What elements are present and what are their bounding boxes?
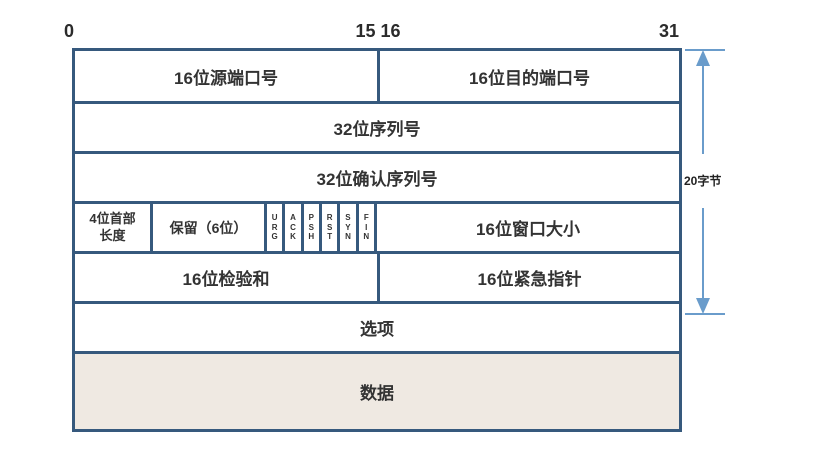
tcp-header-table: 16位源端口号 16位目的端口号 32位序列号 32位确认序列号 4位首部长度 … (72, 48, 682, 432)
field-reserved: 保留（6位） (150, 204, 264, 251)
field-options: 选项 (360, 320, 394, 339)
flag-rst: R S T (318, 204, 337, 251)
field-source-port: 16位源端口号 (174, 68, 278, 88)
row-ports: 16位源端口号 16位目的端口号 (75, 51, 679, 101)
field-urgent-pointer: 16位紧急指针 (377, 254, 679, 301)
field-ack-number: 32位确认序列号 (316, 170, 438, 189)
flag-psh: P S H (300, 204, 319, 251)
row-ack-sequence: 32位确认序列号 (75, 151, 679, 201)
field-sequence-number: 32位序列号 (333, 120, 421, 139)
row-sequence: 32位序列号 (75, 101, 679, 151)
flag-ack: A C K (282, 204, 300, 251)
row-options: 选项 (75, 301, 679, 351)
field-destination-port: 16位目的端口号 (377, 51, 679, 101)
byte-count-label: 20字节 (684, 172, 722, 189)
flag-urg: U R G (264, 204, 282, 251)
field-checksum: 16位检验和 (182, 270, 270, 289)
flag-syn: S Y N (337, 204, 355, 251)
row-flags: 4位首部长度 保留（6位） U R G A C K P S H R S T S … (75, 201, 679, 251)
row-checksum: 16位检验和 16位紧急指针 (75, 251, 679, 301)
bit-axis-label-15-16: 15 16 (355, 21, 401, 41)
flag-bits-group: U R G A C K P S H R S T S Y N F I N (264, 204, 374, 251)
field-header-length: 4位首部长度 (89, 210, 136, 243)
byte-range-arrow-icon (685, 49, 725, 315)
bit-axis-label-31: 31 (659, 21, 680, 41)
field-window-size: 16位窗口大小 (374, 204, 679, 251)
row-data: 数据 (75, 351, 679, 429)
flag-fin: F I N (355, 204, 374, 251)
field-data: 数据 (360, 384, 394, 403)
bit-axis-label-0: 0 (64, 21, 75, 41)
